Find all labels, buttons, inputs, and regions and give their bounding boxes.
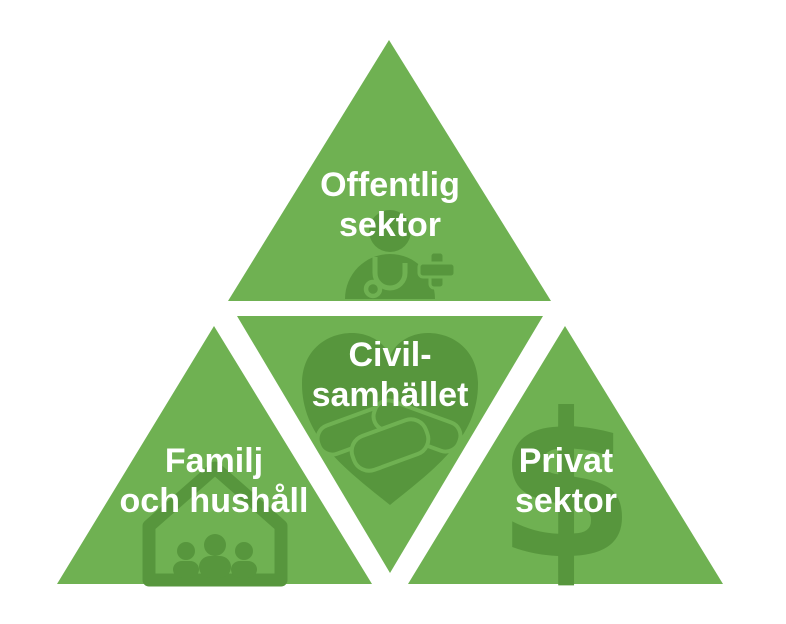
triangle-privat-sektor	[408, 326, 723, 584]
label-familj-line2: och hushåll	[120, 482, 309, 520]
label-civil: Civil-	[348, 336, 431, 374]
section-familj-och-hushall: Familj och hushåll	[57, 326, 372, 587]
label-civil-line2: samhället	[312, 376, 469, 414]
label-offentlig-line2: sektor	[339, 206, 441, 244]
section-privat-sektor: $ Privat sektor	[408, 326, 723, 604]
section-offentlig-sektor: Offentlig sektor	[228, 40, 551, 301]
section-civilsamhallet: Civil- samhället	[237, 316, 543, 573]
triangle-offentlig-sektor	[228, 40, 551, 301]
triangle-familj-och-hushall	[57, 326, 372, 584]
label-privat: Privat	[519, 442, 614, 480]
label-familj: Familj	[165, 442, 263, 480]
medical-cross-icon	[417, 250, 457, 290]
label-offentlig: Offentlig	[320, 166, 460, 204]
dollar-icon: $	[496, 371, 635, 604]
handshake-heart-icon	[302, 333, 478, 505]
label-privat-line2: sektor	[515, 482, 617, 520]
house-family-icon	[142, 461, 288, 587]
doctor-icon	[345, 210, 457, 299]
